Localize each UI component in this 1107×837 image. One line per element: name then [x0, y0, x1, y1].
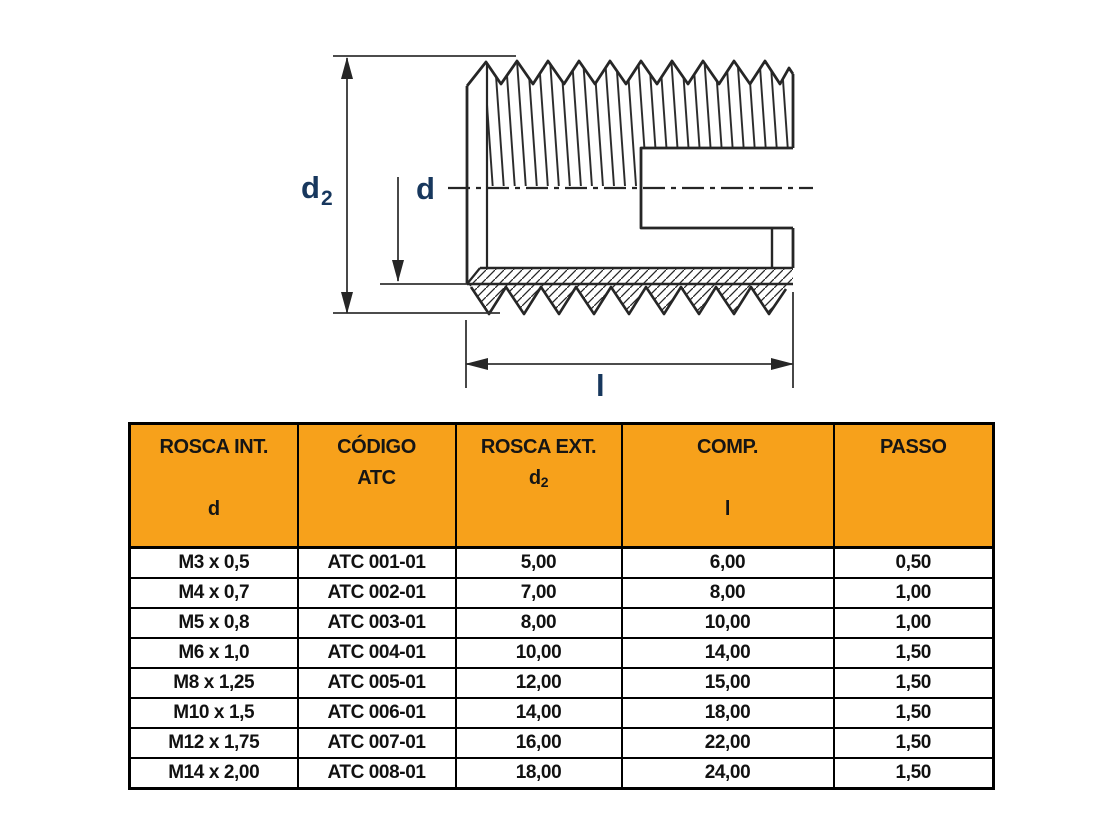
- table-cell: 24,00: [620, 757, 835, 790]
- header-comp: COMP. l: [620, 422, 835, 549]
- table-cell: M5 x 0,8: [128, 607, 299, 639]
- table-cell: ATC 001-01: [296, 546, 457, 579]
- arrow-d2-top: [341, 57, 353, 79]
- dim-label-l: l: [596, 368, 605, 403]
- table-row: M8 x 1,25 ATC 005-01 12,00 15,00 1,50: [128, 667, 995, 699]
- table-cell: M4 x 0,7: [128, 577, 299, 609]
- table-cell: 12,00: [454, 667, 623, 699]
- table-cell: 1,00: [832, 577, 995, 609]
- dimension-l: [465, 292, 794, 388]
- table-cell: ATC 003-01: [296, 607, 457, 639]
- dimension-d2: [333, 55, 516, 314]
- table-cell: 16,00: [454, 727, 623, 759]
- table-cell: ATC 005-01: [296, 667, 457, 699]
- external-thread-bottom: [466, 266, 793, 316]
- table-cell: 1,50: [832, 637, 995, 669]
- table-cell: 15,00: [620, 667, 835, 699]
- table-row: M12 x 1,75 ATC 007-01 16,00 22,00 1,50: [128, 727, 995, 759]
- table-cell: M8 x 1,25: [128, 667, 299, 699]
- table-cell: M3 x 0,5: [128, 546, 299, 579]
- table-cell: 22,00: [620, 727, 835, 759]
- table-cell: M12 x 1,75: [128, 727, 299, 759]
- arrow-l-right: [771, 358, 794, 370]
- dim-label-d2: d: [301, 170, 320, 205]
- insert-cross-section-drawing: d 2 d l: [301, 55, 813, 403]
- dim-label-d2-sub: 2: [321, 187, 333, 210]
- table-row: M3 x 0,5 ATC 001-01 5,00 6,00 0,50: [128, 546, 995, 579]
- table-cell: 0,50: [832, 546, 995, 579]
- external-thread-top: [465, 59, 795, 186]
- table-cell: ATC 006-01: [296, 697, 457, 729]
- table-cell: 1,50: [832, 697, 995, 729]
- table-cell: 1,00: [832, 607, 995, 639]
- table-cell: 8,00: [620, 577, 835, 609]
- body-outline: [465, 63, 795, 284]
- table-cell: 10,00: [454, 637, 623, 669]
- arrow-d-down: [392, 260, 404, 282]
- table-row: M14 x 2,00 ATC 008-01 18,00 24,00 1,50: [128, 757, 995, 790]
- dim-label-d: d: [416, 171, 435, 206]
- table-cell: 14,00: [620, 637, 835, 669]
- table-cell: 7,00: [454, 577, 623, 609]
- header-codigo-atc: CÓDIGO ATC: [296, 422, 457, 549]
- table-cell: ATC 008-01: [296, 757, 457, 790]
- table-cell: ATC 004-01: [296, 637, 457, 669]
- arrow-d2-bottom: [341, 292, 353, 314]
- table-row: M6 x 1,0 ATC 004-01 10,00 14,00 1,50: [128, 637, 995, 669]
- table-cell: 1,50: [832, 727, 995, 759]
- table-cell: 14,00: [454, 697, 623, 729]
- table-cell: M6 x 1,0: [128, 637, 299, 669]
- table-cell: M10 x 1,5: [128, 697, 299, 729]
- table-cell: 1,50: [832, 667, 995, 699]
- technical-drawing: d 2 d l: [301, 55, 813, 403]
- table-row: M4 x 0,7 ATC 002-01 7,00 8,00 1,00: [128, 577, 995, 609]
- table-cell: 5,00: [454, 546, 623, 579]
- table-cell: 18,00: [454, 757, 623, 790]
- table-row: M10 x 1,5 ATC 006-01 14,00 18,00 1,50: [128, 697, 995, 729]
- slot-cut: [639, 146, 795, 268]
- table-cell: 6,00: [620, 546, 835, 579]
- header-rosca-int: ROSCA INT. d: [128, 422, 299, 549]
- table-cell: 1,50: [832, 757, 995, 790]
- header-passo: PASSO: [832, 422, 995, 549]
- arrow-l-left: [465, 358, 488, 370]
- table-cell: 8,00: [454, 607, 623, 639]
- table-cell: ATC 007-01: [296, 727, 457, 759]
- table-cell: 10,00: [620, 607, 835, 639]
- table-cell: ATC 002-01: [296, 577, 457, 609]
- table-cell: M14 x 2,00: [128, 757, 299, 790]
- table-cell: 18,00: [620, 697, 835, 729]
- table-row: M5 x 0,8 ATC 003-01 8,00 10,00 1,00: [128, 607, 995, 639]
